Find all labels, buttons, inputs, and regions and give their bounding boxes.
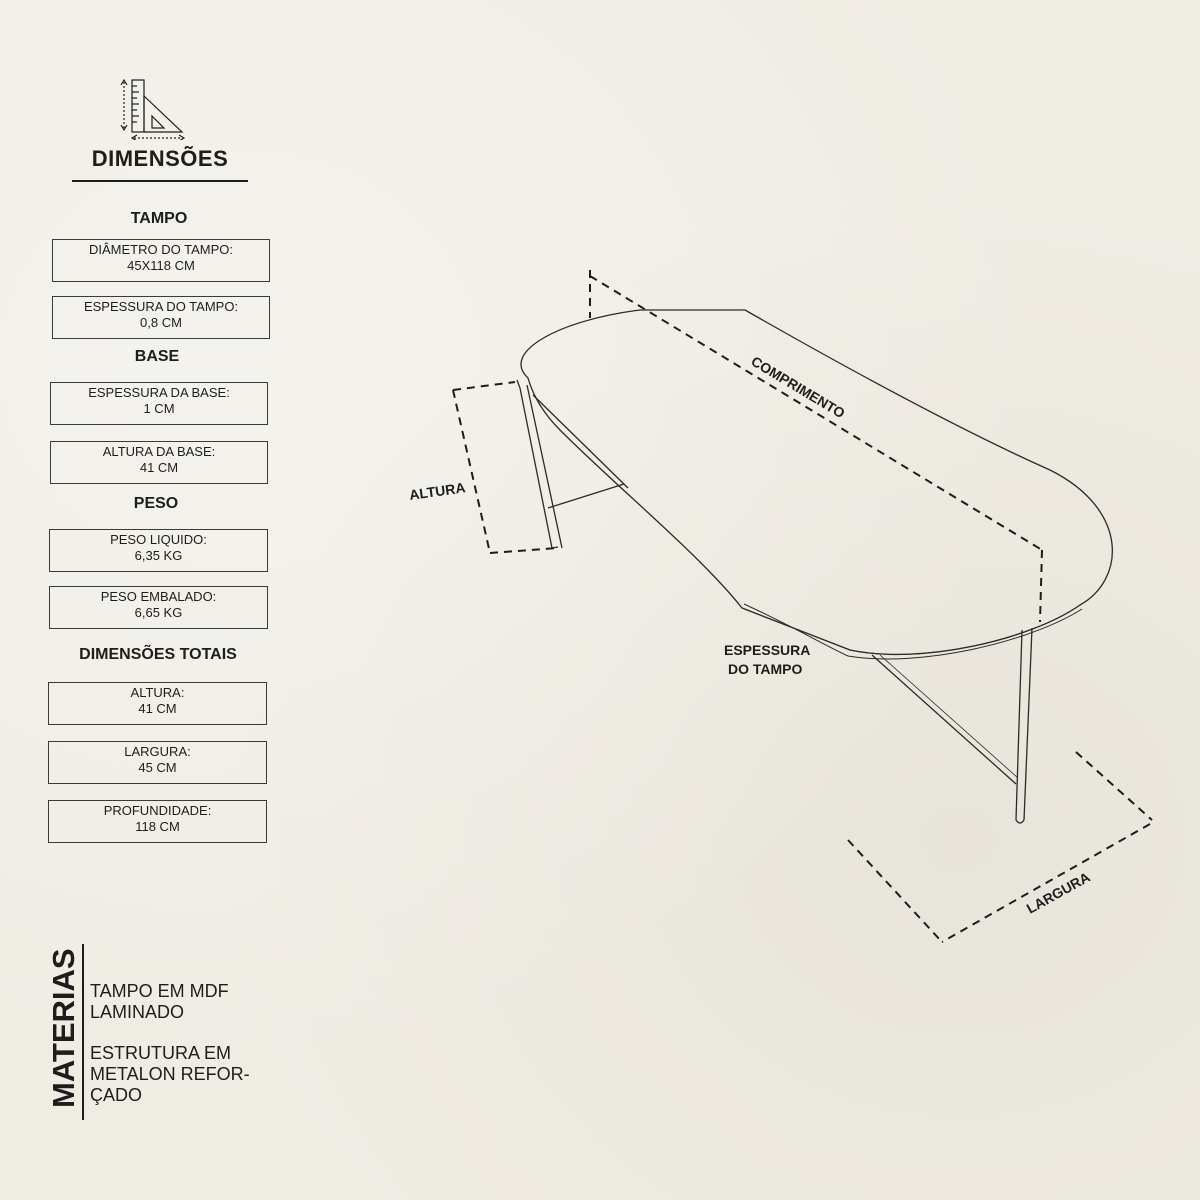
spec-box-peso-liquido: PESO LIQUIDO: 6,35 KG xyxy=(49,529,268,572)
materials-title-text: MATERIAS xyxy=(46,948,81,1108)
label-altura: ALTURA xyxy=(408,479,466,503)
spec-label: PESO EMBALADO: xyxy=(100,589,217,604)
material-item-tampo: TAMPO EM MDF LAMINADO xyxy=(90,981,229,1022)
right-leg xyxy=(1015,629,1023,821)
spec-box-altura-total: ALTURA: 41 CM xyxy=(48,682,267,725)
altura-tick-bottom xyxy=(489,547,559,554)
spec-label: PESO LIQUIDO: xyxy=(110,532,207,547)
table-top-edge xyxy=(741,604,1081,655)
spec-label: LARGURA: xyxy=(124,744,191,759)
spec-box-altura-base: ALTURA DA BASE: 41 CM xyxy=(50,441,268,484)
right-brace-diagonal xyxy=(871,654,1017,785)
spec-label: PROFUNDIDADE: xyxy=(103,803,212,818)
label-espessura-line2: DO TAMPO xyxy=(728,661,803,677)
spec-label: DIÂMETRO DO TAMPO: xyxy=(89,242,233,257)
largura-tick-left xyxy=(847,839,943,943)
spec-value: 118 CM xyxy=(135,819,180,834)
spec-label: ESPESSURA DO TAMPO: xyxy=(83,299,239,314)
largura-tick-right xyxy=(1075,751,1153,821)
right-leg-inner xyxy=(1023,627,1033,821)
right-leg-foot xyxy=(1015,819,1025,824)
spec-label: ALTURA: xyxy=(130,685,185,700)
materials-title: MATERIAS xyxy=(22,940,98,1116)
title-underline xyxy=(72,180,248,182)
spec-box-espessura-base: ESPESSURA DA BASE: 1 CM xyxy=(50,382,268,425)
spec-value: 6,65 KG xyxy=(134,605,183,620)
right-brace-diagonal-inner xyxy=(879,654,1019,779)
spec-value: 6,35 KG xyxy=(134,548,183,563)
left-brace-diagonal xyxy=(532,394,629,489)
spec-label: ALTURA DA BASE: xyxy=(102,444,216,459)
spec-box-largura-total: LARGURA: 45 CM xyxy=(48,741,267,784)
material-item-estrutura: ESTRUTURA EM METALON REFOR-ÇADO xyxy=(90,1043,250,1105)
section-title-totais: DIMENSÕES TOTAIS xyxy=(79,646,237,663)
section-title-peso: PESO xyxy=(133,495,179,512)
left-leg-inner xyxy=(526,384,563,549)
dimension-lines xyxy=(452,270,1153,943)
altura-tick-top xyxy=(452,381,516,391)
spec-box-espessura-tampo: ESPESSURA DO TAMPO: 0,8 CM xyxy=(52,296,270,339)
table-top xyxy=(520,309,1113,656)
spec-value: 45X118 CM xyxy=(127,258,195,273)
altura-dim-line xyxy=(452,389,491,554)
label-espessura-line1: ESPESSURA xyxy=(724,642,810,658)
largura-dim-line xyxy=(941,823,1151,943)
spec-box-profundidade-total: PROFUNDIDADE: 118 CM xyxy=(48,800,267,843)
spec-value: 45 CM xyxy=(138,760,177,775)
comprimento-dim-line xyxy=(589,275,1043,551)
section-title-base: BASE xyxy=(134,348,180,365)
spec-box-diametro-tampo: DIÂMETRO DO TAMPO: 45X118 CM xyxy=(52,239,270,282)
section-title-tampo: TAMPO xyxy=(130,210,188,227)
spec-value: 0,8 CM xyxy=(140,315,182,330)
comprimento-tick-end xyxy=(1039,549,1043,623)
ruler-triangle-icon xyxy=(118,76,188,142)
materials-divider xyxy=(82,944,84,1120)
spec-label: ESPESSURA DA BASE: xyxy=(88,385,230,400)
spec-value: 41 CM xyxy=(138,701,177,716)
page-title: DIMENSÕES xyxy=(91,146,229,171)
left-brace-cross xyxy=(547,483,625,509)
left-leg xyxy=(516,379,559,549)
label-comprimento: COMPRIMENTO xyxy=(748,353,847,422)
table-outline xyxy=(516,309,1113,824)
spec-value: 1 CM xyxy=(143,401,175,416)
spec-box-peso-embalado: PESO EMBALADO: 6,65 KG xyxy=(49,586,268,629)
spec-value: 41 CM xyxy=(139,460,179,475)
